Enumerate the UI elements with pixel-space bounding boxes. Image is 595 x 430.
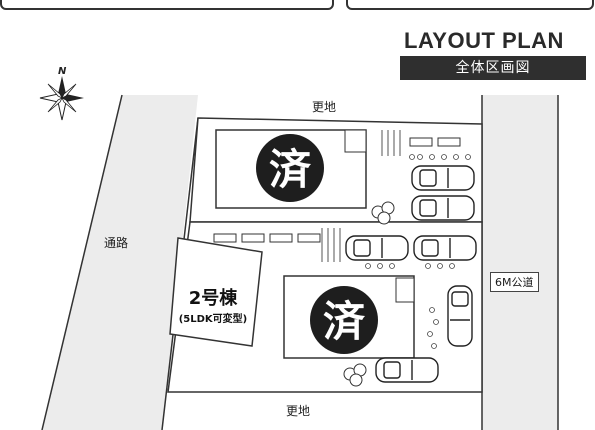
top-neighbor-label: 更地 — [312, 100, 337, 114]
car-icon — [447, 285, 473, 347]
car-icon — [375, 357, 439, 383]
sold-stamp-2 — [310, 286, 378, 354]
house-2-spec: (5LDK可変型) — [178, 314, 248, 325]
lot-2-bike-spaces — [213, 233, 321, 243]
lot-1-steps — [381, 130, 401, 156]
lot-2-steps — [321, 228, 341, 262]
car-icon — [413, 235, 477, 261]
shrub-icon — [343, 363, 367, 387]
left-passage — [42, 95, 198, 430]
left-passage-edge-outer — [41, 94, 123, 430]
house-2-label: 2号棟 (5LDK可変型) — [168, 284, 258, 325]
lot-1-bike-spaces — [409, 137, 461, 147]
page-title: LAYOUT PLAN — [404, 28, 564, 53]
compass-north-label: N — [58, 66, 67, 77]
shrub-icon — [371, 201, 395, 225]
right-road-label: 6M公道 — [490, 272, 539, 292]
pebbles — [365, 154, 471, 349]
header-box-left — [0, 0, 334, 10]
car-icon — [345, 235, 409, 261]
sold-stamp-1-text: 済 — [269, 145, 312, 194]
house-2-outline — [169, 237, 263, 347]
compass-icon — [39, 76, 84, 121]
sold-stamp-2-text: 済 — [323, 297, 366, 346]
right-road — [482, 95, 558, 430]
sold-stamp-1 — [256, 134, 324, 202]
house-2-name: 2号棟 — [188, 288, 238, 309]
lot-1-entry-porch — [344, 129, 367, 153]
car-icon — [411, 165, 475, 191]
header-box-right — [346, 0, 594, 10]
left-road-label: 通路 — [104, 236, 129, 250]
bottom-neighbor-label: 更地 — [286, 404, 311, 418]
page-subtitle: 全体区画図 — [400, 56, 586, 80]
car-icon — [411, 195, 475, 221]
lot-2-entry-porch — [395, 277, 415, 303]
